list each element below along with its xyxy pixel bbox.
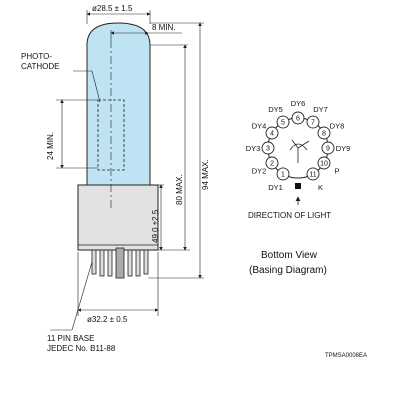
top-diameter-label: ø28.5 ± 1.5	[92, 4, 133, 13]
tube-side-view	[50, 10, 204, 331]
pin-3	[261, 141, 275, 155]
pin-11	[306, 167, 320, 181]
base-diameter-label: ø32.2 ± 0.5	[87, 315, 128, 324]
offset-min-label: 8 MIN.	[152, 23, 176, 32]
pin-number: 10	[320, 161, 328, 168]
pin-1	[276, 167, 290, 181]
direction-of-light-label: DIRECTION OF LIGHT	[248, 211, 331, 220]
pin-5	[276, 115, 290, 129]
pin-number: 6	[296, 116, 300, 123]
pin-number: 9	[326, 146, 330, 153]
pin-number: 11	[309, 171, 316, 178]
pin-number: 7	[311, 120, 315, 127]
basing-diagram-caption: (Basing Diagram)	[249, 265, 327, 276]
height-max-label: 80 MAX.	[175, 174, 184, 205]
base-pins	[91, 247, 149, 279]
pin-number: 3	[266, 146, 270, 153]
pin-function-label: DY2	[252, 167, 267, 176]
glass-bulb	[86, 22, 151, 186]
tube-base	[77, 184, 159, 251]
pin-7	[306, 115, 320, 129]
pin-function-label: DY7	[313, 105, 328, 114]
pin-2	[265, 156, 279, 170]
pin-function-label: K	[318, 183, 323, 192]
figure-code: TPMSA0008EA	[325, 353, 367, 359]
pin-number: 4	[270, 131, 274, 138]
pin-function-label: P	[334, 167, 339, 176]
pin-function-label: DY9	[336, 144, 351, 153]
pin-function-label: DY5	[268, 105, 283, 114]
key-marker	[295, 183, 301, 189]
bottom-view-label: Bottom View	[261, 250, 318, 261]
pin-number: 2	[270, 161, 274, 168]
base-height-label: 49.0 ±2.5	[151, 209, 160, 243]
base-type-line1: 11 PIN BASE	[47, 334, 94, 343]
photocathode-label-line2: CATHODE	[21, 62, 60, 71]
pin-number: 1	[281, 171, 285, 178]
pin-number: 5	[281, 120, 285, 127]
pin-function-label: DY8	[330, 122, 345, 131]
cathode-min-label: 24 MIN.	[46, 132, 55, 160]
pin-function-label: DY6	[291, 99, 306, 108]
photocathode-label-line1: PHOTO-	[21, 52, 52, 61]
pin-8	[317, 126, 331, 140]
total-max-label: 94 MAX.	[201, 159, 210, 190]
pin-function-label: DY1	[268, 183, 283, 192]
pin-function-label: DY3	[246, 144, 261, 153]
pin-9	[321, 141, 335, 155]
base-type-line2: JEDEC No. B11-88	[47, 344, 116, 353]
pin-4	[265, 126, 279, 140]
pin-10	[317, 156, 331, 170]
pin-function-label: DY4	[252, 122, 267, 131]
pin-number: 8	[322, 131, 326, 138]
pin-6	[291, 111, 305, 125]
